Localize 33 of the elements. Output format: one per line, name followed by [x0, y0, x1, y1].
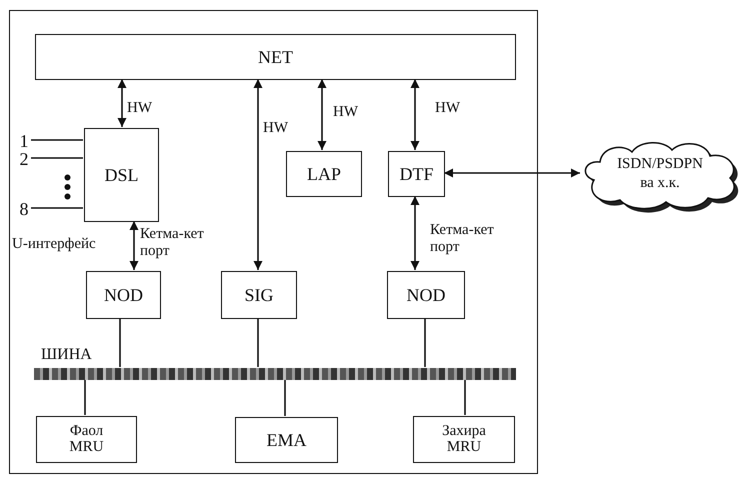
network-name: ISDN/PSDPN ва х.к.	[616, 155, 704, 193]
module-box: NOD	[387, 271, 465, 319]
module-box: SIG	[221, 271, 297, 319]
connector-line	[31, 157, 83, 159]
connector-line	[31, 139, 83, 141]
port-number: 2	[18, 149, 30, 169]
interface-label: U-интерфейс	[12, 236, 96, 253]
module-box: Фаол MRU	[36, 416, 137, 463]
connector-line	[284, 379, 286, 416]
connector-line	[257, 318, 259, 367]
port-number: 1	[18, 131, 30, 151]
connector-line	[119, 318, 121, 367]
module-box: Захира MRU	[413, 416, 515, 463]
module-box: LAP	[286, 151, 362, 197]
connector-line	[31, 207, 83, 209]
bus-label: ШИНА	[41, 346, 92, 364]
arrow	[254, 79, 262, 270]
arrow	[318, 79, 326, 150]
port-number: 8	[18, 199, 30, 219]
arrow	[410, 196, 420, 270]
arrow	[444, 168, 580, 178]
arrow	[410, 79, 420, 150]
module-box: DTF	[388, 151, 445, 197]
system-frame	[9, 10, 538, 474]
module-box: NOD	[86, 271, 161, 319]
module-box: DSL	[84, 128, 159, 222]
connector-line	[84, 379, 86, 415]
connector-line	[464, 379, 466, 415]
module-box: EMA	[235, 417, 338, 463]
connector-line	[424, 318, 426, 367]
arrow	[118, 79, 126, 127]
module-box: NET	[35, 34, 516, 80]
arrow	[130, 221, 138, 270]
